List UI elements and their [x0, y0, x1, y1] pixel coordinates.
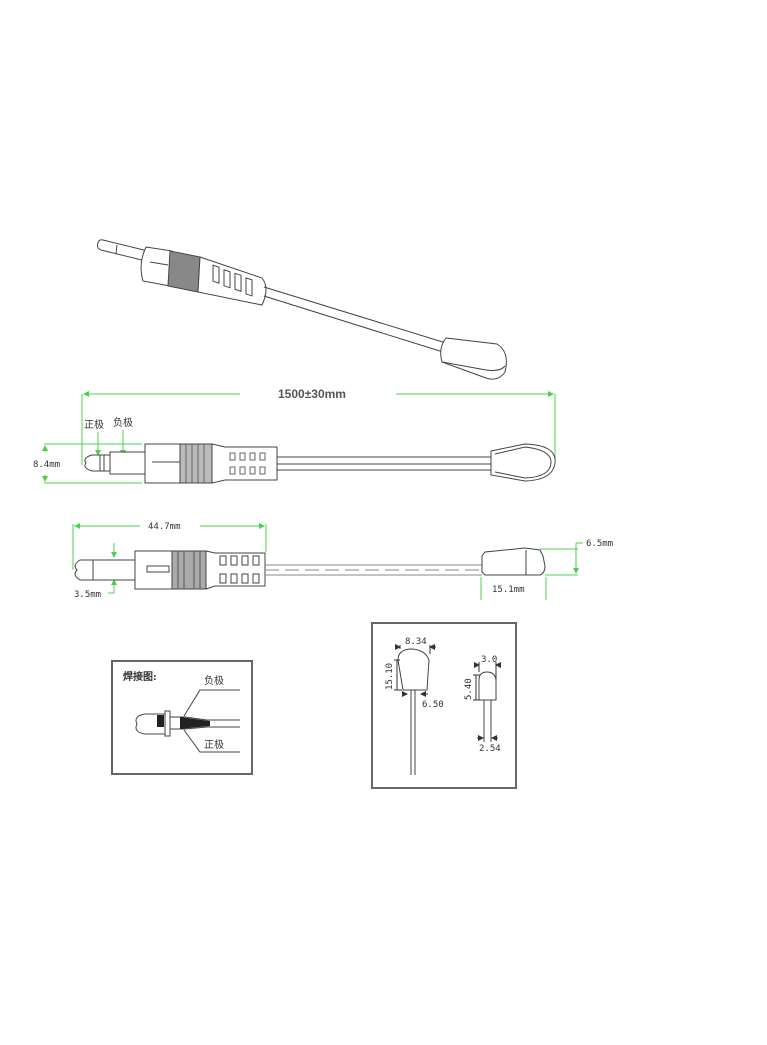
perspective-view [96, 239, 507, 380]
head-height-label: 6.5mm [586, 539, 613, 549]
solder-negative-label: 负极 [204, 674, 224, 687]
solder-diagram: 焊接图: 负极 正极 [111, 660, 253, 775]
small-height-label: 5.40 [464, 678, 474, 700]
side-view: 44.7mm 3.5mm 6.5mm 15.1mm [72, 522, 613, 600]
large-base-label: 6.50 [422, 700, 444, 710]
large-width-label: 8.34 [405, 637, 427, 647]
component-dimensions: 8.34 15.10 6.50 3.0 5.40 2.54 [371, 622, 517, 789]
negative-pole-label: 负极 [113, 416, 133, 429]
plug-diameter-label: 3.5mm [74, 590, 101, 600]
small-width-label: 3.0 [481, 655, 497, 665]
large-height-label: 15.10 [385, 663, 395, 690]
head-length-label: 15.1mm [492, 585, 525, 595]
plug-length-label: 44.7mm [148, 522, 181, 532]
solder-diagram-title: 焊接图: [123, 670, 157, 683]
total-length-label: 1500±30mm [278, 387, 346, 401]
positive-pole-label: 正极 [84, 418, 104, 431]
small-pitch-label: 2.54 [479, 744, 501, 754]
top-view: 1500±30mm 8.4mm 正极 负极 [33, 387, 556, 484]
plug-height-label: 8.4mm [33, 460, 60, 470]
solder-positive-label: 正极 [204, 738, 224, 751]
